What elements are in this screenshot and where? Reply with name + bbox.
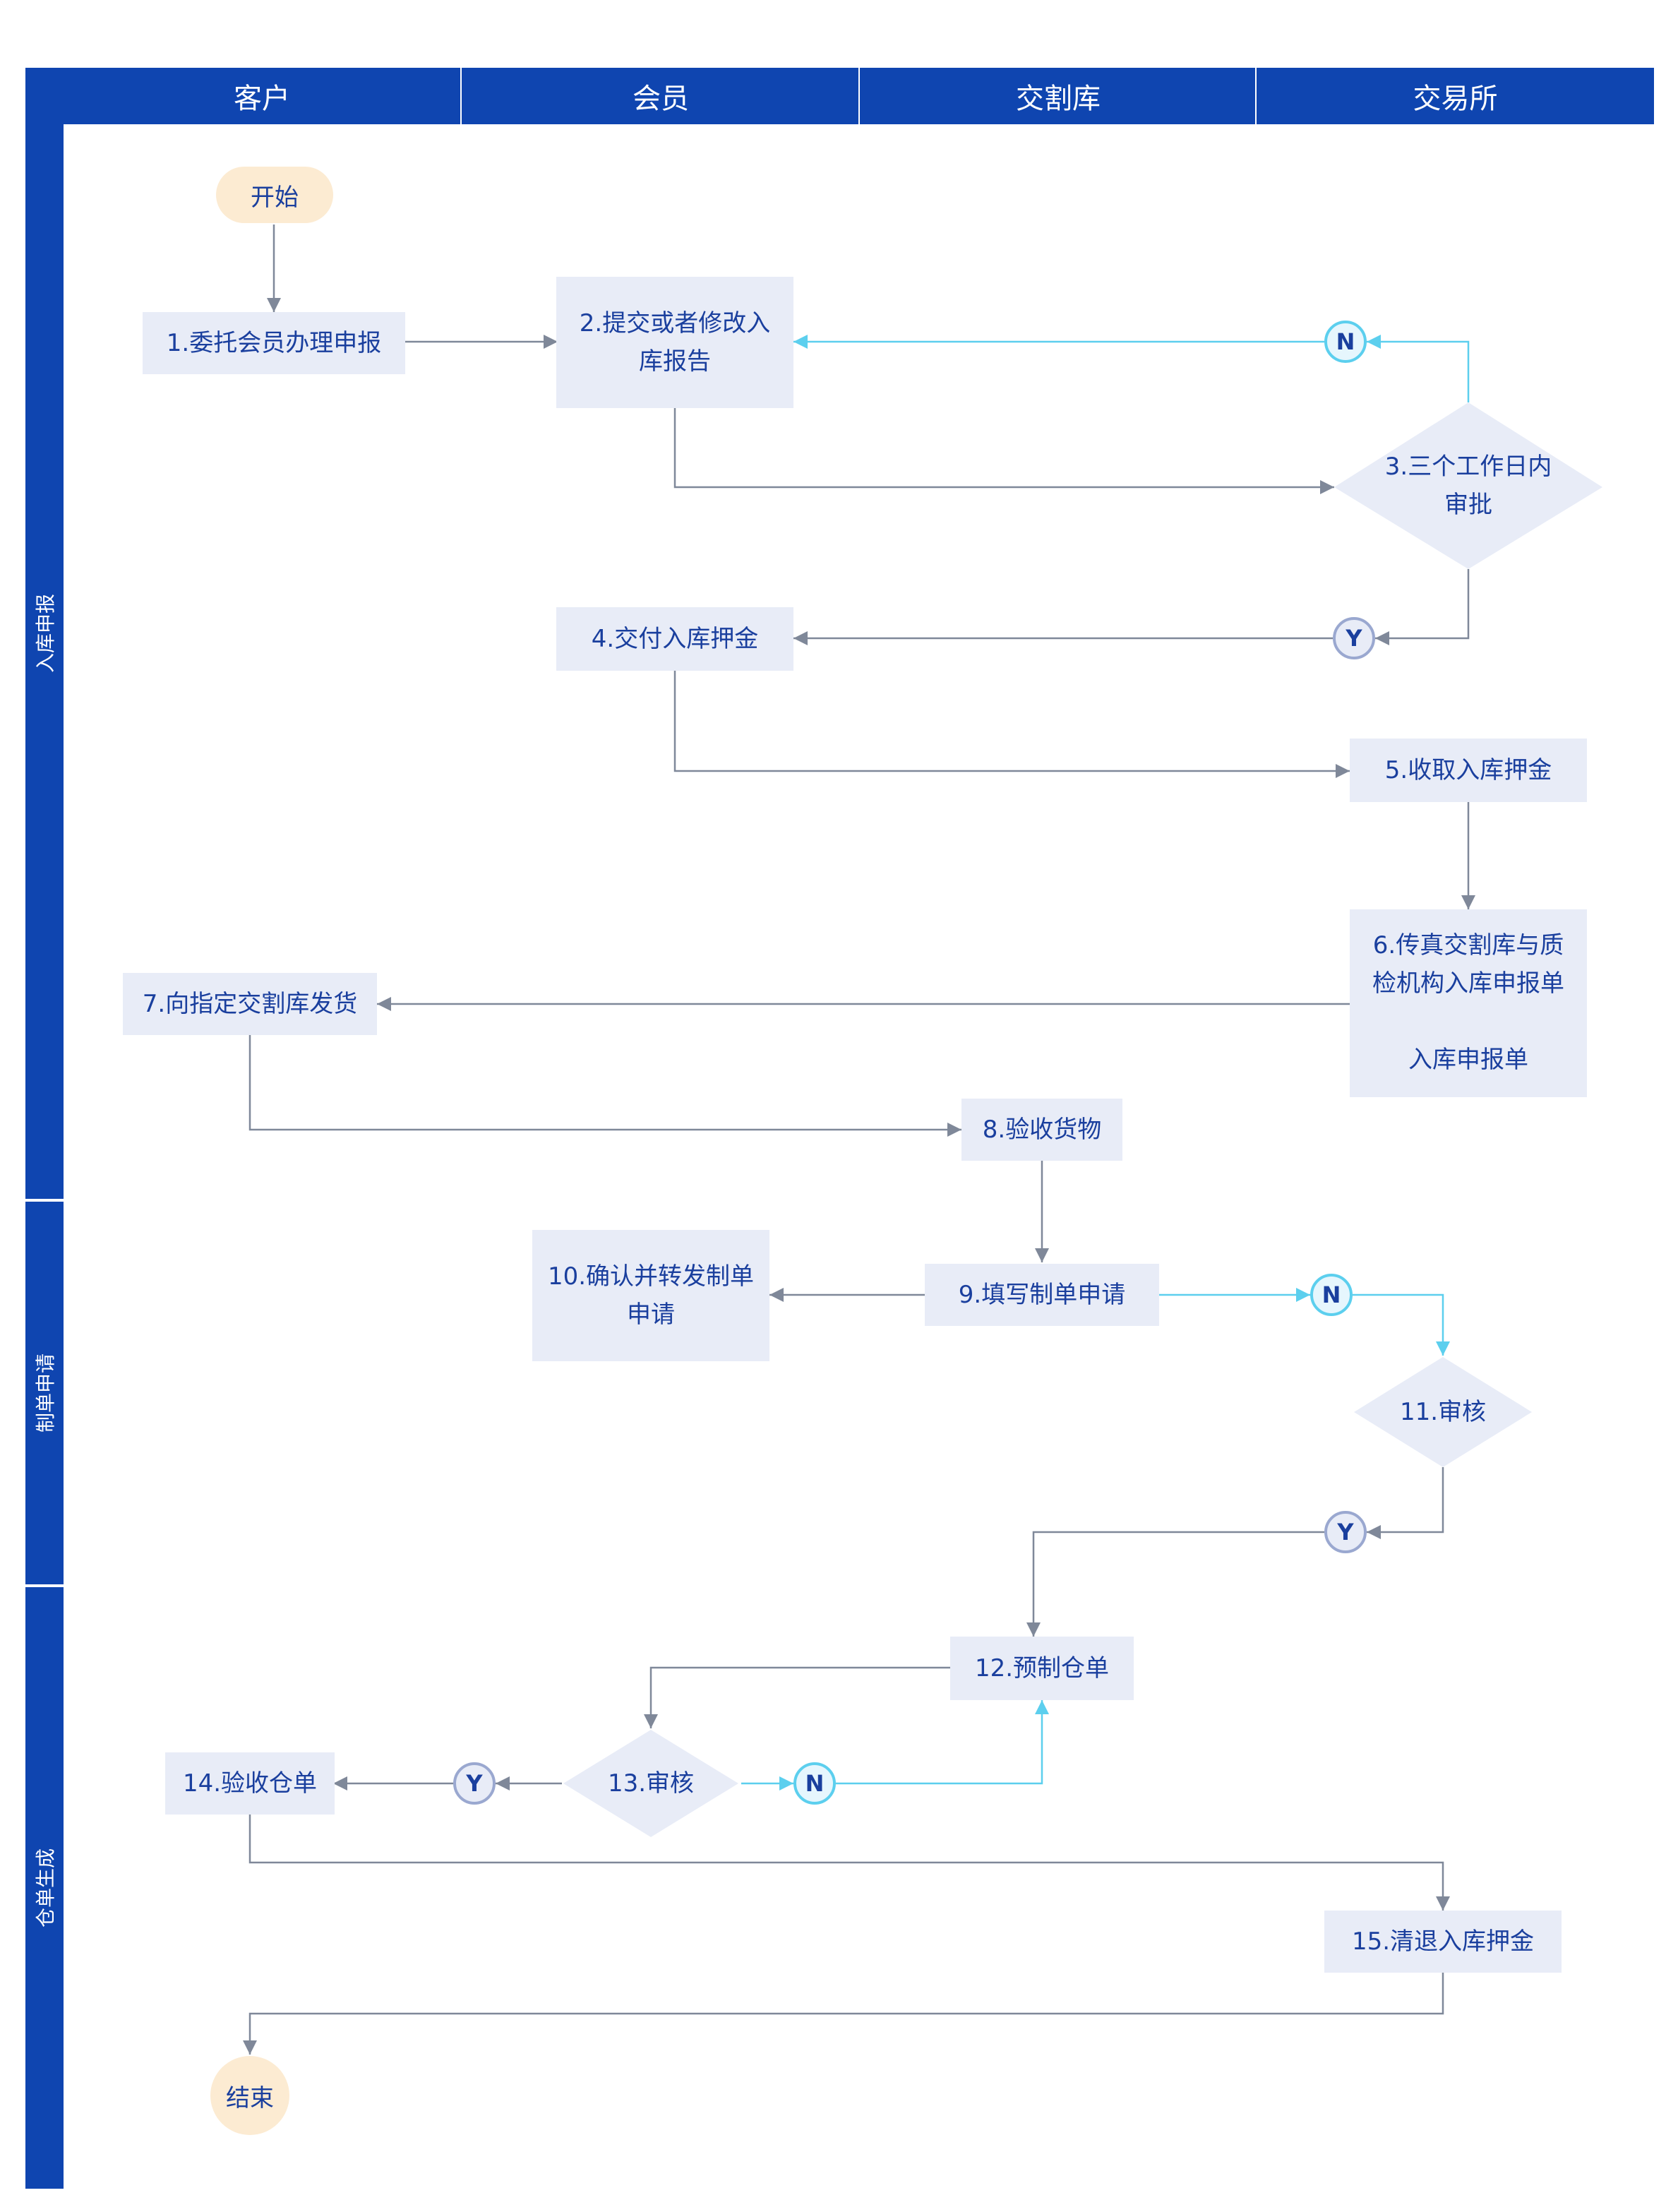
step-7-box: 7.向指定交割库发货 <box>123 973 377 1035</box>
node-label: 8.验收货物 <box>982 1116 1102 1144</box>
node-label-line2: 申请 <box>627 1301 675 1329</box>
column-label: 交割库 <box>1016 83 1101 115</box>
step-4-box: 4.交付入库押金 <box>556 607 793 671</box>
column-header-exchange: 交易所 <box>1255 68 1654 124</box>
lane-storage-declaration: 入库申报 <box>25 68 64 1199</box>
column-label: 客户 <box>234 83 290 115</box>
no-badge-11: N <box>1310 1274 1353 1316</box>
node-label-line2: 检机构入库申报单 <box>1372 969 1564 998</box>
badge-label: Y <box>1346 625 1362 652</box>
node-label: 9.填写制单申请 <box>958 1281 1126 1309</box>
column-header-warehouse: 交割库 <box>858 68 1257 124</box>
yes-badge-13: Y <box>453 1762 496 1805</box>
edge-15-to-end <box>243 1973 1444 2055</box>
step-9-box: 9.填写制单申请 <box>925 1264 1159 1326</box>
node-label-line2: 库报告 <box>639 347 711 376</box>
edge-2-to-3 <box>673 408 1334 494</box>
edge-3-no-to-N <box>1367 335 1470 402</box>
step-15-box: 15.清退入库押金 <box>1324 1911 1562 1973</box>
edge-Y-to-12 <box>1026 1531 1324 1637</box>
badge-label: Y <box>1337 1519 1354 1546</box>
node-label: 结束 <box>226 2084 274 2112</box>
step-12-box: 12.预制仓单 <box>950 1637 1134 1700</box>
step-2-box: 2.提交或者修改入 库报告 <box>556 277 793 408</box>
document-label: 入库申报单 <box>1408 1046 1528 1074</box>
decision-13: 13.审核 <box>573 1764 729 1803</box>
node-label: 1.委托会员办理申报 <box>166 329 382 357</box>
node-label: 11.审核 <box>1399 1398 1487 1426</box>
column-label: 会员 <box>633 83 689 115</box>
step-6-box: 6.传真交割库与质 检机构入库申报单 入库申报单 <box>1350 909 1587 1097</box>
decision-diamond-13 <box>563 1730 738 1837</box>
step-10-box: 10.确认并转发制单 申请 <box>532 1230 769 1361</box>
node-label: 13.审核 <box>607 1769 695 1798</box>
edge-11-yes-to-Y <box>1367 1467 1444 1539</box>
node-label-line1: 3.三个工作日内 <box>1384 453 1552 481</box>
step-5-box: 5.收取入库押金 <box>1350 739 1587 802</box>
lane-receipt-application: 制单申请 <box>25 1202 64 1584</box>
step-1-box: 1.委托会员办理申报 <box>143 312 405 374</box>
column-header-customer: 客户 <box>64 68 460 124</box>
node-label: 12.预制仓单 <box>974 1654 1110 1682</box>
edge-N-to-12 <box>836 1700 1049 1785</box>
column-label: 交易所 <box>1413 83 1498 115</box>
node-label: 7.向指定交割库发货 <box>142 990 358 1018</box>
step-14-box: 14.验收仓单 <box>165 1752 335 1815</box>
no-badge-13: N <box>793 1762 836 1805</box>
lane-receipt-generation: 仓单生成 <box>25 1587 64 2189</box>
decision-diamond-11 <box>1354 1357 1532 1467</box>
edge-3-yes-to-Y <box>1375 569 1470 645</box>
node-label: 5.收取入库押金 <box>1384 756 1552 784</box>
decision-diamond-3 <box>1334 402 1602 569</box>
badge-label: N <box>1322 1281 1341 1308</box>
node-label-line2: 审批 <box>1444 491 1492 519</box>
edge-12-to-13 <box>644 1666 950 1728</box>
no-badge-3: N <box>1324 321 1367 363</box>
decision-3: 3.三个工作日内 审批 <box>1355 448 1581 524</box>
decision-11: 11.审核 <box>1365 1393 1521 1431</box>
edge-N-to-11 <box>1353 1293 1450 1356</box>
edge-7-to-8 <box>248 1035 961 1137</box>
node-label-line1: 10.确认并转发制单 <box>547 1262 755 1291</box>
node-label: 开始 <box>251 183 299 212</box>
node-label-line1: 6.传真交割库与质 <box>1372 931 1564 959</box>
edge-14-to-15 <box>248 1815 1450 1911</box>
start-node: 开始 <box>216 167 333 223</box>
badge-label: N <box>805 1770 825 1797</box>
column-header-member: 会员 <box>460 68 860 124</box>
node-label-line1: 2.提交或者修改入 <box>579 309 771 337</box>
node-label: 15.清退入库押金 <box>1351 1927 1535 1956</box>
node-label: 4.交付入库押金 <box>591 625 759 653</box>
badge-label: Y <box>466 1770 483 1797</box>
end-node: 结束 <box>210 2056 289 2135</box>
badge-label: N <box>1336 328 1355 355</box>
step-8-box: 8.验收货物 <box>961 1099 1122 1161</box>
edge-4-to-5 <box>673 671 1350 778</box>
yes-badge-11: Y <box>1324 1511 1367 1553</box>
node-label: 14.验收仓单 <box>182 1769 318 1798</box>
yes-badge-3: Y <box>1333 617 1375 659</box>
